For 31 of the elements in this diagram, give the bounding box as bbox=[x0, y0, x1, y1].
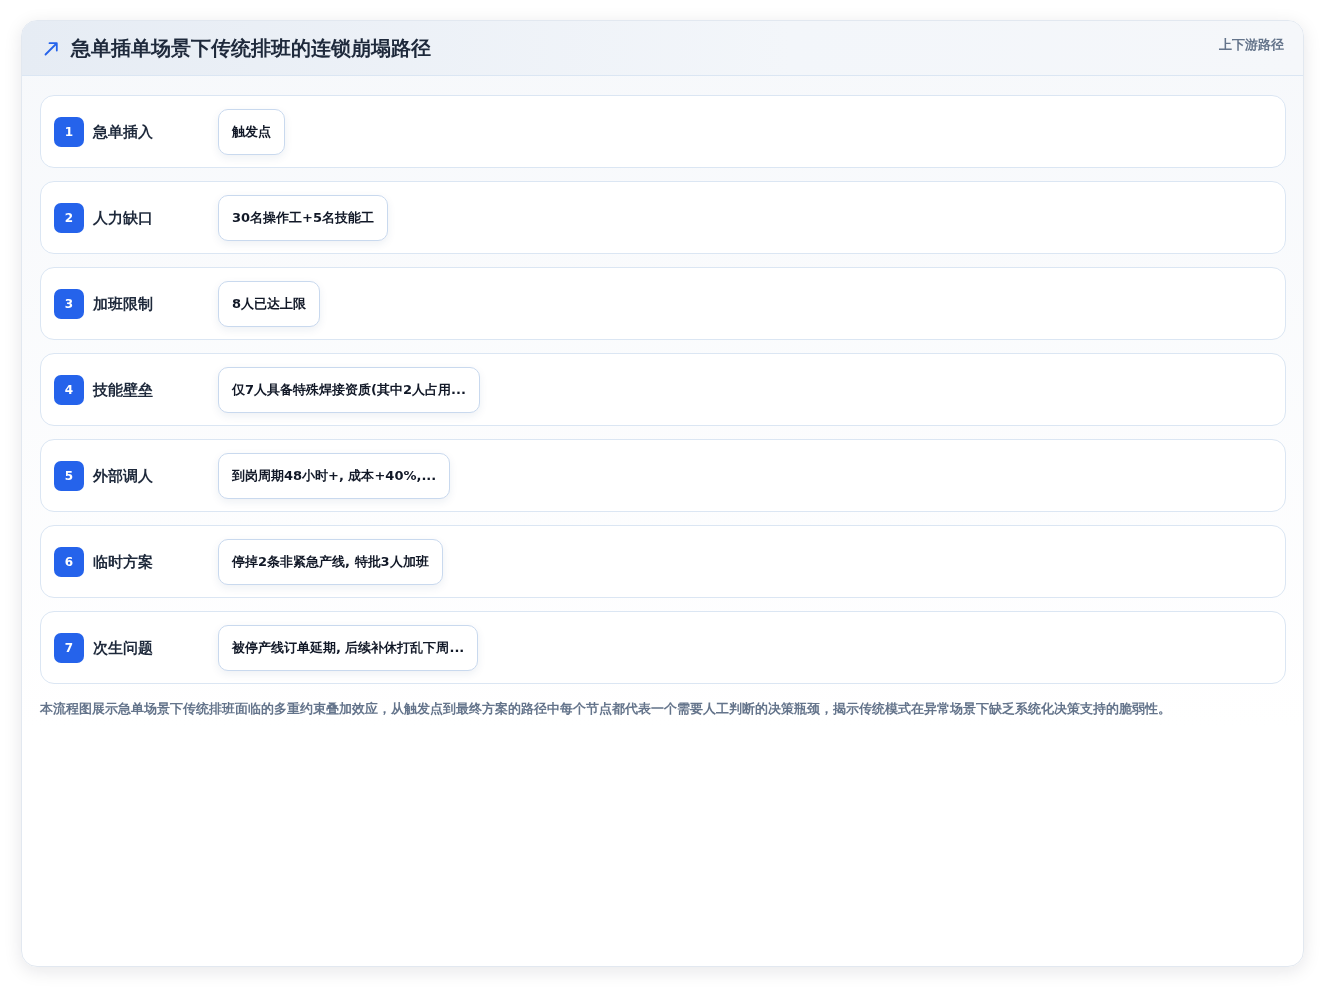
step-label: 急单插入 bbox=[93, 122, 153, 142]
tag-chip: 停掉2条非紧急产线, 特批3人加班 bbox=[218, 539, 443, 585]
step-row bbox=[40, 525, 1286, 598]
step-label: 外部调人 bbox=[93, 466, 153, 486]
caption: 本流程图展示急单场景下传统排班面临的多重约束叠加效应，从触发点到最终方案的路径中每个节点都代表一个需要人工判断的决策瓶颈，揭示传统模式在异常场景下缺乏系统化决策支持的脆弱性。 bbox=[40, 700, 1171, 718]
side-label: 上下游路径 bbox=[1219, 36, 1284, 54]
tag-chip: 30名操作工+5名技能工 bbox=[218, 195, 389, 241]
step-label: 次生问题 bbox=[93, 638, 153, 658]
tag-chip: 仅7人具备特殊焊接资质(其中2人占用... bbox=[218, 367, 480, 413]
step-label: 临时方案 bbox=[93, 552, 153, 572]
tag-chip: 被停产线订单延期, 后续补休打乱下周... bbox=[218, 625, 479, 671]
number-badge: 3 bbox=[54, 289, 84, 319]
step-row bbox=[40, 95, 1286, 168]
step-row bbox=[40, 267, 1286, 340]
number-badge: 4 bbox=[54, 375, 84, 405]
step-row bbox=[40, 611, 1286, 684]
number-badge: 6 bbox=[54, 547, 84, 577]
step-row bbox=[40, 181, 1286, 254]
tag-chip: 到岗周期48小时+, 成本+40%,... bbox=[218, 453, 451, 499]
step-row bbox=[40, 439, 1286, 512]
tag-chip: 触发点 bbox=[218, 109, 285, 155]
number-badge: 7 bbox=[54, 633, 84, 663]
title: 急单插单场景下传统排班的连锁崩塌路径 bbox=[71, 35, 431, 61]
step-label: 加班限制 bbox=[93, 294, 153, 314]
step-row bbox=[40, 353, 1286, 426]
number-badge: 2 bbox=[54, 203, 84, 233]
number-badge: 1 bbox=[54, 117, 84, 147]
step-label: 技能壁垒 bbox=[93, 380, 153, 400]
step-label: 人力缺口 bbox=[93, 208, 153, 228]
number-badge: 5 bbox=[54, 461, 84, 491]
tag-chip: 8人已达上限 bbox=[218, 281, 321, 327]
